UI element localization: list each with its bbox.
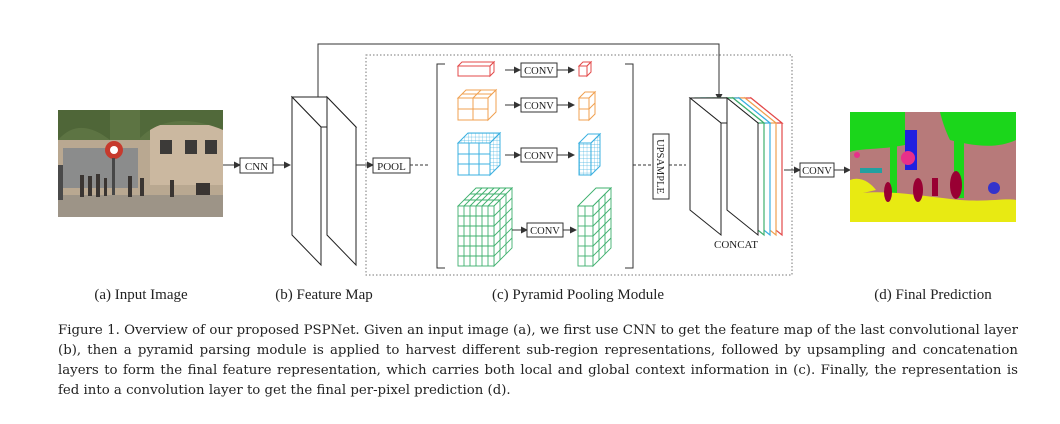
skip-connection-arrow	[317, 43, 723, 101]
conv-label-level1: CONV	[524, 66, 554, 77]
pyramid-level-6	[456, 186, 514, 268]
pyramid-output-level-6	[576, 186, 613, 268]
stage-label-input: (a) Input Image	[94, 287, 188, 303]
concat-block	[688, 96, 784, 237]
conv-label-level3: CONV	[524, 151, 554, 162]
final-conv-label: CONV	[802, 166, 832, 177]
pyramid-output-level-3	[577, 132, 602, 177]
upsample-label: UPSAMPLE	[654, 139, 665, 194]
conv-label-level2: CONV	[524, 101, 554, 112]
upsample-box	[652, 133, 670, 200]
pyramid-output-level-1	[577, 60, 593, 78]
pyramid-level-2	[456, 88, 498, 122]
input-image	[58, 110, 223, 217]
final-prediction-map	[850, 112, 1016, 222]
concat-label: CONCAT	[714, 239, 758, 251]
pyramid-pooling-frame	[365, 54, 793, 276]
pool-label: POOL	[377, 161, 406, 173]
right-bracket	[625, 63, 634, 269]
feature-map-block	[290, 95, 358, 267]
left-bracket	[436, 63, 445, 269]
figure-caption: Figure 1. Overview of our proposed PSPNe…	[58, 323, 1018, 398]
pspnet-diagram: CNN POOL CONV CONV	[58, 43, 1016, 303]
stage-label-prediction: (d) Final Prediction	[874, 287, 992, 303]
conv-label-level6: CONV	[530, 226, 560, 237]
cnn-label: CNN	[245, 161, 268, 173]
pyramid-level-1	[456, 60, 496, 78]
stage-label-pyramid: (c) Pyramid Pooling Module	[492, 287, 664, 303]
stage-label-feature: (b) Feature Map	[275, 287, 372, 303]
pyramid-output-level-2	[577, 90, 597, 122]
pyramid-level-3	[456, 131, 502, 177]
